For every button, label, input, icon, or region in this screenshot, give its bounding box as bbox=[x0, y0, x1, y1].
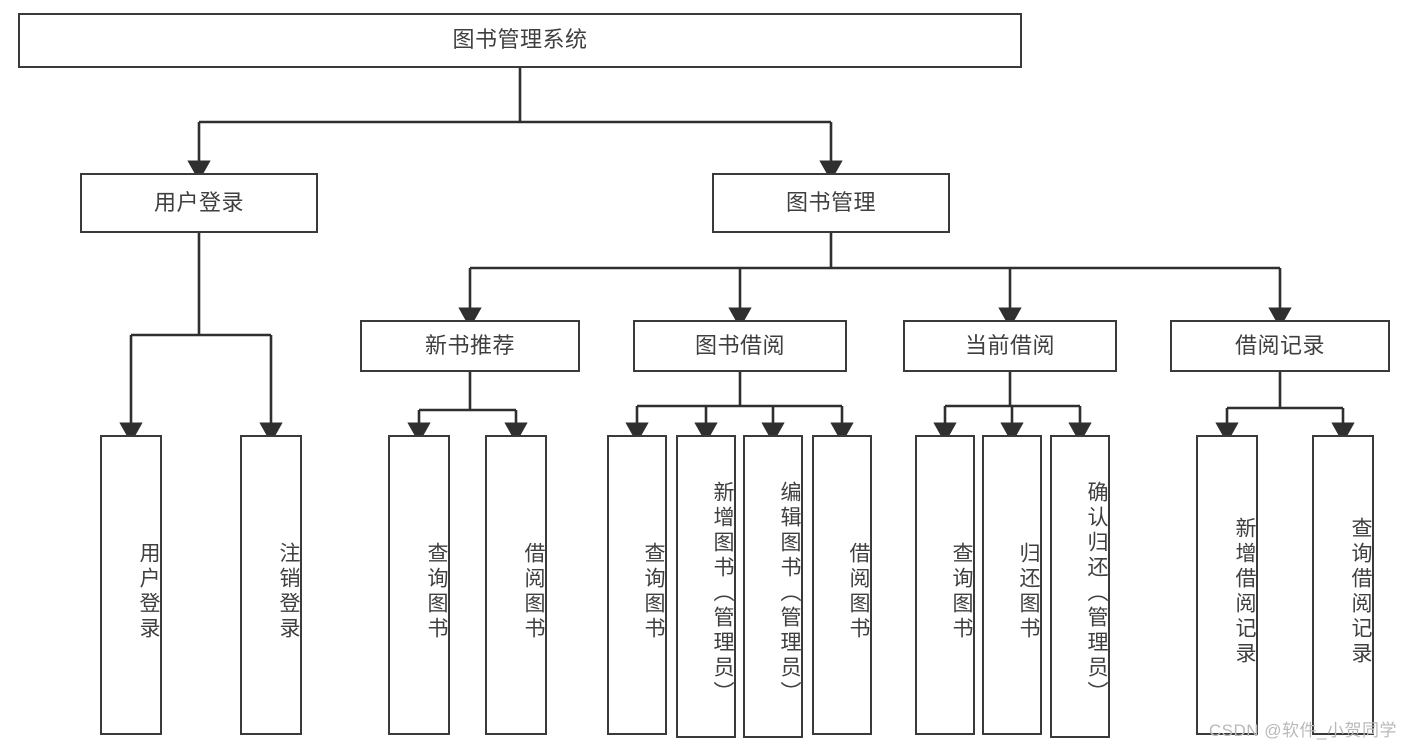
leaf-confirm-return-admin[interactable]: 确认归还（管理员） bbox=[1050, 435, 1110, 738]
leaf-user-login[interactable]: 用户登录 bbox=[100, 435, 162, 735]
leaf-return-book[interactable]: 归还图书 bbox=[982, 435, 1042, 735]
node-new-book-recommend[interactable]: 新书推荐 bbox=[360, 320, 580, 372]
leaf-add-borrow-record-label: 新增借阅记录 bbox=[1233, 517, 1256, 667]
leaf-add-book-admin[interactable]: 新增图书（管理员） bbox=[676, 435, 736, 738]
leaf-logout-label: 注销登录 bbox=[277, 542, 300, 642]
watermark: CSDN @软件_小贺同学 bbox=[1208, 721, 1397, 740]
node-book-borrow[interactable]: 图书借阅 bbox=[633, 320, 847, 372]
leaf-query-borrow-record[interactable]: 查询借阅记录 bbox=[1312, 435, 1374, 735]
node-current-borrow-label: 当前借阅 bbox=[964, 332, 1055, 358]
node-root[interactable]: 图书管理系统 bbox=[18, 13, 1022, 68]
leaf-return-book-label: 归还图书 bbox=[1017, 542, 1040, 642]
leaf-query-book-current[interactable]: 查询图书 bbox=[915, 435, 975, 735]
node-borrow-record[interactable]: 借阅记录 bbox=[1170, 320, 1390, 372]
node-book-management[interactable]: 图书管理 bbox=[712, 173, 950, 233]
node-book-borrow-label: 图书借阅 bbox=[694, 332, 785, 358]
node-book-management-label: 图书管理 bbox=[785, 189, 876, 215]
node-user-login[interactable]: 用户登录 bbox=[80, 173, 318, 233]
leaf-edit-book-admin[interactable]: 编辑图书（管理员） bbox=[743, 435, 803, 738]
node-new-book-recommend-label: 新书推荐 bbox=[424, 332, 515, 358]
leaf-borrow-book[interactable]: 借阅图书 bbox=[812, 435, 872, 735]
leaf-user-login-label: 用户登录 bbox=[137, 542, 160, 642]
leaf-query-book-recommend-label: 查询图书 bbox=[425, 542, 448, 642]
leaf-query-book-recommend[interactable]: 查询图书 bbox=[388, 435, 450, 735]
leaf-add-book-admin-label: 新增图书（管理员） bbox=[711, 481, 734, 706]
leaf-borrow-book-label: 借阅图书 bbox=[847, 542, 870, 642]
leaf-query-book-current-label: 查询图书 bbox=[950, 542, 973, 642]
leaf-add-borrow-record[interactable]: 新增借阅记录 bbox=[1196, 435, 1258, 735]
node-borrow-record-label: 借阅记录 bbox=[1234, 332, 1325, 358]
node-root-label: 图书管理系统 bbox=[452, 27, 588, 53]
leaf-borrow-book-recommend[interactable]: 借阅图书 bbox=[485, 435, 547, 735]
leaf-edit-book-admin-label: 编辑图书（管理员） bbox=[778, 481, 801, 706]
leaf-logout[interactable]: 注销登录 bbox=[240, 435, 302, 735]
leaf-confirm-return-admin-label: 确认归还（管理员） bbox=[1085, 481, 1108, 706]
leaf-query-book-borrow-label: 查询图书 bbox=[642, 542, 665, 642]
node-current-borrow[interactable]: 当前借阅 bbox=[903, 320, 1117, 372]
node-user-login-label: 用户登录 bbox=[153, 189, 244, 215]
leaf-query-book-borrow[interactable]: 查询图书 bbox=[607, 435, 667, 735]
leaf-query-borrow-record-label: 查询借阅记录 bbox=[1349, 517, 1372, 667]
leaf-borrow-book-recommend-label: 借阅图书 bbox=[522, 542, 545, 642]
